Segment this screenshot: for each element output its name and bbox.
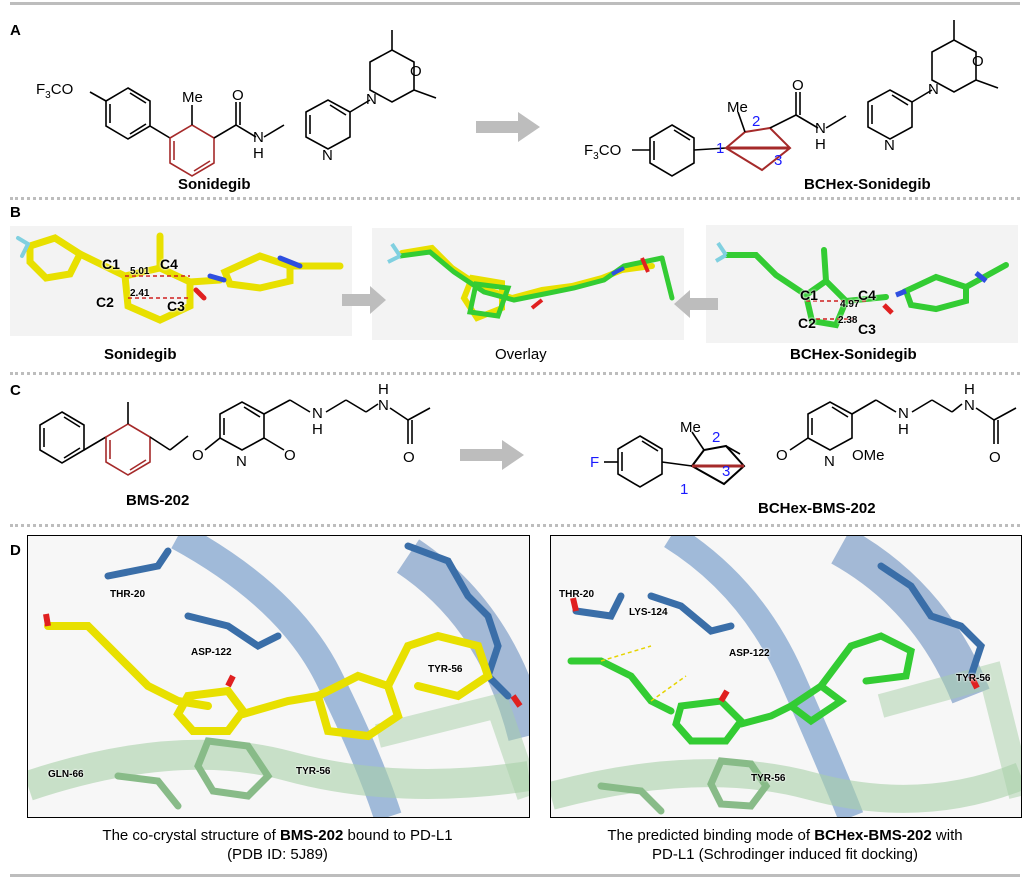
separator-cd xyxy=(10,524,1020,527)
b-right-c2: C2 xyxy=(798,315,816,331)
b-left-c4: C4 xyxy=(160,256,178,272)
svg-text:OMe: OMe xyxy=(852,447,885,464)
svg-text:H: H xyxy=(378,381,389,398)
svg-text:H: H xyxy=(253,145,264,162)
d-left-image: THR-20 ASP-122 TYR-56 GLN-66 TYR-56 xyxy=(27,535,530,818)
panel-label-c: C xyxy=(10,382,21,399)
d-right-asp122: ASP-122 xyxy=(729,648,770,659)
panel-label-d: D xyxy=(10,542,21,559)
b-right-d1: 4.97 xyxy=(840,299,860,310)
svg-text:N: N xyxy=(236,453,247,470)
svg-text:O: O xyxy=(403,449,415,466)
a-right-name: BCHex-Sonidegib xyxy=(804,176,931,193)
svg-text:3: 3 xyxy=(774,152,782,169)
b-right-model: C1 C4 C2 C3 4.97 2.38 xyxy=(706,225,1018,343)
panel-c-structures: O N O N H N H O F Me O N OMe N H N H O 1… xyxy=(39,381,1017,498)
svg-text:N: N xyxy=(322,147,333,164)
b-arrow-right xyxy=(674,290,718,318)
svg-text:O: O xyxy=(972,53,984,70)
svg-text:F3CO: F3CO xyxy=(36,81,73,101)
svg-text:O: O xyxy=(989,449,1001,466)
svg-text:N: N xyxy=(884,137,895,154)
svg-text:N: N xyxy=(815,120,826,137)
c-arrow xyxy=(460,440,524,470)
svg-text:Me: Me xyxy=(727,99,748,116)
d-right-thr20: THR-20 xyxy=(559,589,595,600)
b-right-name: BCHex-Sonidegib xyxy=(790,346,917,363)
d-left-thr20: THR-20 xyxy=(110,589,146,600)
svg-text:H: H xyxy=(964,381,975,398)
d-right-tyr56a: TYR-56 xyxy=(956,673,991,684)
separator-bc xyxy=(10,372,1020,375)
svg-text:N: N xyxy=(312,405,323,422)
b-left-c3: C3 xyxy=(167,298,185,314)
svg-text:O: O xyxy=(232,87,244,104)
b-left-d2: 2.41 xyxy=(130,288,150,299)
svg-text:3: 3 xyxy=(722,463,730,480)
c-left-name: BMS-202 xyxy=(126,492,190,509)
bottom-rule xyxy=(10,874,1020,877)
svg-text:O: O xyxy=(192,447,204,464)
svg-text:O: O xyxy=(776,447,788,464)
d-right-image: THR-20 LYS-124 ASP-122 TYR-56 TYR-56 xyxy=(550,535,1022,818)
top-rule xyxy=(10,2,1020,5)
svg-text:N: N xyxy=(378,397,389,414)
svg-text:1: 1 xyxy=(716,140,724,157)
b-right-c3: C3 xyxy=(858,321,876,337)
a-arrow xyxy=(476,112,540,142)
svg-text:N: N xyxy=(928,81,939,98)
svg-text:N: N xyxy=(366,91,377,108)
svg-text:H: H xyxy=(898,421,909,438)
svg-text:O: O xyxy=(792,77,804,94)
svg-text:Me: Me xyxy=(680,419,701,436)
svg-text:2: 2 xyxy=(712,429,720,446)
b-left-d1: 5.01 xyxy=(130,266,150,277)
b-right-c4: C4 xyxy=(858,287,876,303)
d-left-asp122: ASP-122 xyxy=(191,647,232,658)
svg-text:N: N xyxy=(898,405,909,422)
d-right-caption: The predicted binding mode of BCHex-BMS-… xyxy=(607,827,963,863)
svg-text:F3CO: F3CO xyxy=(584,142,621,162)
svg-text:H: H xyxy=(815,136,826,153)
d-right-lys124: LYS-124 xyxy=(629,607,668,618)
b-overlay-model xyxy=(372,228,684,340)
svg-text:N: N xyxy=(964,397,975,414)
d-left-gln66: GLN-66 xyxy=(48,769,84,780)
b-left-c2: C2 xyxy=(96,294,114,310)
panel-label-b: B xyxy=(10,204,21,221)
a-left-me: Me xyxy=(182,89,203,106)
panel-label-a: A xyxy=(10,22,21,39)
d-left-caption: The co-crystal structure of BMS-202 boun… xyxy=(102,827,453,863)
svg-text:N: N xyxy=(253,129,264,146)
svg-text:O: O xyxy=(410,63,422,80)
b-left-model: C1 C4 C2 C3 5.01 2.41 xyxy=(10,226,352,336)
panel-a-structures: F3CO Me O N H N N O F3CO Me O N H N N O … xyxy=(36,20,999,177)
b-left-name: Sonidegib xyxy=(104,346,177,363)
b-left-c1: C1 xyxy=(102,256,120,272)
b-right-d2: 2.38 xyxy=(838,315,858,326)
b-arrow-left xyxy=(342,286,386,314)
a-left-name: Sonidegib xyxy=(178,176,251,193)
svg-text:N: N xyxy=(824,453,835,470)
c-right-name: BCHex-BMS-202 xyxy=(758,500,876,517)
d-left-tyr56b: TYR-56 xyxy=(296,766,331,777)
d-right-tyr56b: TYR-56 xyxy=(751,773,786,784)
b-right-c1: C1 xyxy=(800,287,818,303)
d-left-tyr56a: TYR-56 xyxy=(428,664,463,675)
svg-text:2: 2 xyxy=(752,113,760,130)
b-middle-name: Overlay xyxy=(495,346,547,363)
svg-text:O: O xyxy=(284,447,296,464)
separator-ab xyxy=(10,197,1020,200)
svg-text:F: F xyxy=(590,454,599,471)
svg-text:1: 1 xyxy=(680,481,688,498)
svg-text:H: H xyxy=(312,421,323,438)
